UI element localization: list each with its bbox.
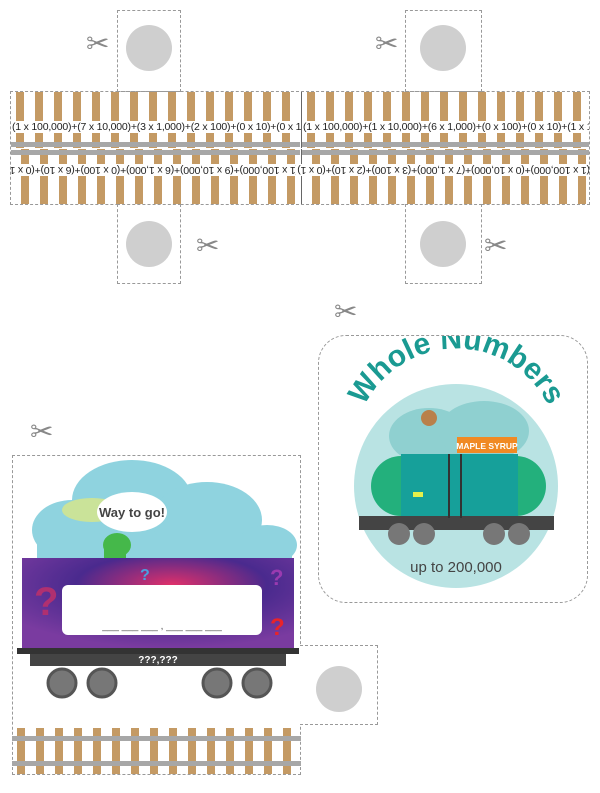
svg-text:?: ? bbox=[140, 567, 150, 584]
badge-card: Whole Numbers MAPLE SYRUP up to 200,000 bbox=[318, 322, 588, 603]
track-left-bottom: (1 x 100,000)+(9 x 10,000)+(6 x 1,000)+(… bbox=[11, 149, 300, 204]
expression-text: (1 x 100,000)+(7 x 10,000)+(3 x 1,000)+(… bbox=[11, 121, 306, 133]
scissors-icon: ✂ bbox=[484, 230, 508, 261]
svg-text:?: ? bbox=[270, 565, 283, 590]
glue-tab bbox=[117, 204, 181, 284]
scissors-icon: ✂ bbox=[196, 230, 220, 261]
scissors-icon: ✂ bbox=[30, 416, 54, 447]
answer-blanks: ___ ___ ___ , ___ ___ ___ bbox=[101, 621, 222, 632]
scissors-icon: ✂ bbox=[375, 28, 399, 59]
bottom-track bbox=[12, 728, 301, 774]
glue-dot bbox=[420, 221, 466, 267]
track-right-bottom: (1 x 100,000)+(0 x 10,000)+(7 x 1,000)+(… bbox=[296, 149, 589, 204]
expression-text: (1 x 100,000)+(0 x 10,000)+(7 x 1,000)+(… bbox=[296, 164, 590, 176]
glue-tab bbox=[405, 204, 482, 284]
glue-dot bbox=[126, 25, 172, 71]
svg-text:?: ? bbox=[270, 614, 285, 641]
badge-subtitle: up to 200,000 bbox=[410, 559, 502, 576]
badge-illustration: Whole Numbers MAPLE SYRUP up to 200,000 bbox=[342, 322, 571, 588]
glue-dot bbox=[420, 25, 466, 71]
glue-tab bbox=[117, 10, 181, 92]
glue-dot bbox=[126, 221, 172, 267]
track-right-top: (1 x 100,000)+(1 x 10,000)+(6 x 1,000)+(… bbox=[301, 92, 589, 148]
car-number: ???,??? bbox=[138, 655, 177, 666]
expression-text: (1 x 100,000)+(9 x 10,000)+(6 x 1,000)+(… bbox=[11, 164, 300, 176]
scissors-icon: ✂ bbox=[86, 28, 110, 59]
glue-dot bbox=[316, 666, 362, 712]
train-card bbox=[12, 455, 301, 775]
monster-train-car: Way to go! ? ? ? ? ___ ___ ___ , ___ ___… bbox=[17, 460, 299, 699]
glue-tab bbox=[405, 10, 482, 92]
track-strips: (1 x 100,000)+(7 x 10,000)+(3 x 1,000)+(… bbox=[10, 91, 590, 205]
scissors-icon: ✂ bbox=[334, 296, 358, 327]
maple-syrup-sign: MAPLE SYRUP bbox=[456, 441, 518, 451]
track-left-top: (1 x 100,000)+(7 x 10,000)+(3 x 1,000)+(… bbox=[11, 92, 306, 148]
glue-tab bbox=[300, 645, 378, 725]
svg-text:?: ? bbox=[34, 580, 58, 624]
expression-text: (1 x 100,000)+(1 x 10,000)+(6 x 1,000)+(… bbox=[302, 121, 589, 133]
speech-bubble: Way to go! bbox=[99, 505, 165, 520]
